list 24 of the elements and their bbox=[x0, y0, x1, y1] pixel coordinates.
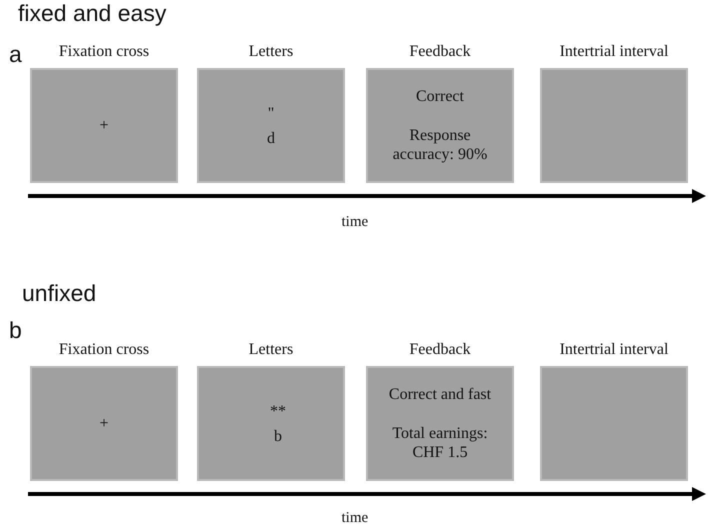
panel-title: unfixed bbox=[22, 280, 96, 306]
screen-heading: Fixation cross bbox=[58, 42, 150, 62]
panel-title: fixed and easy bbox=[18, 0, 166, 26]
axis-label: time bbox=[342, 510, 368, 527]
screen-text: Total earnings: CHF 1.5 bbox=[391, 424, 489, 462]
axis-label: time bbox=[342, 214, 368, 231]
screen-text: Correct bbox=[416, 87, 464, 106]
screen-text: + bbox=[99, 116, 109, 135]
screen-heading: Feedback bbox=[408, 340, 472, 360]
screen-heading: Intertrial interval bbox=[558, 340, 670, 360]
screen-heading: Intertrial interval bbox=[558, 42, 670, 62]
screen-text: d bbox=[267, 128, 275, 148]
screen-text: b bbox=[274, 426, 282, 446]
screen-text: + bbox=[99, 414, 109, 433]
screen-text: Correct and fast bbox=[388, 385, 492, 404]
screen-heading: Letters bbox=[248, 42, 294, 62]
screen-heading: Fixation cross bbox=[58, 340, 150, 360]
screen-text: " bbox=[268, 104, 274, 122]
screen-heading: Feedback bbox=[408, 42, 472, 62]
screen-text: Response accuracy: 90% bbox=[392, 126, 488, 164]
screen-heading: Letters bbox=[248, 340, 294, 360]
screen-text: ** bbox=[270, 402, 286, 420]
panel-letter: b bbox=[9, 317, 22, 343]
panel-letter: a bbox=[9, 41, 22, 67]
